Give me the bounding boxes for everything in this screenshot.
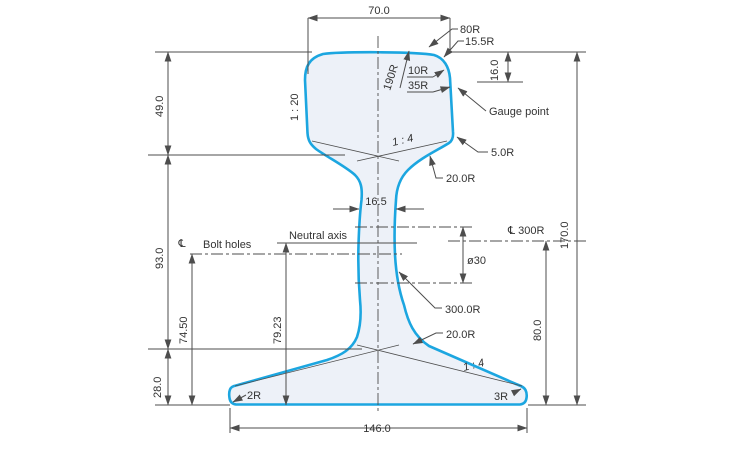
bolt-holes-label: Bolt holes [203, 239, 252, 251]
base-width-label: 146.0 [363, 423, 391, 435]
slope-1-4-lower-label: 1 : 4 [462, 357, 486, 374]
leader-gauge-point [457, 87, 487, 112]
radius-15-5r-label: 15.5R [465, 36, 494, 48]
base-top-slope-left [234, 344, 400, 387]
radius-35r-label: 35R [408, 80, 428, 92]
web-center-height-label: 80.0 [532, 320, 544, 341]
centerline-symbol-left: ℄ [177, 238, 185, 250]
leader-10r [432, 69, 445, 78]
head-underside-slope-right [356, 140, 448, 162]
leader-80r [428, 28, 458, 48]
leader-lines [232, 28, 522, 403]
neutral-axis-label: Neutral axis [289, 230, 348, 242]
radius-300r-label: 300.0R [445, 304, 481, 316]
leader-3r [510, 388, 522, 397]
radius-10r-label: 10R [408, 65, 428, 77]
slope-construction-lines [234, 140, 523, 387]
leader-190r [399, 50, 411, 89]
web-zone-height-label: 93.0 [154, 248, 166, 269]
slope-1-20-label: 1 : 20 [289, 93, 301, 121]
centerlines [190, 36, 586, 412]
web-thickness-label: 16.5 [365, 196, 386, 208]
leader-2r [232, 394, 247, 403]
leader-20r-lower [412, 332, 443, 345]
radius-5r-label: 5.0R [491, 147, 514, 159]
slope-1-4-upper-label: 1 : 4 [391, 132, 415, 149]
dimension-lines [164, 14, 581, 432]
radius-20r-lower-label: 20.0R [446, 329, 475, 341]
gauge-point-label: Gauge point [489, 106, 549, 118]
base-zone-height-label: 28.0 [152, 377, 164, 398]
leader-300r [398, 271, 442, 309]
head-underside-slope-left [311, 140, 400, 162]
leader-15-5r [443, 40, 464, 58]
radius-3r-label: 3R [494, 391, 508, 403]
bolt-hole-diameter-label: ø30 [467, 255, 486, 267]
radius-80r-label: 80R [460, 24, 480, 36]
head-width-label: 70.0 [368, 5, 389, 17]
labels: 70.0 80R 15.5R 190R 10R 35R 16.0 Gauge p… [152, 5, 571, 435]
neutral-axis-height-label: 79.23 [272, 316, 284, 344]
leader-5r [456, 136, 488, 153]
gauge-depth-label: 16.0 [489, 60, 501, 81]
radius-2r-label: 2R [247, 390, 261, 402]
leader-20r-upper [429, 155, 443, 179]
leader-35r [432, 86, 451, 93]
web-radius-centerline-label: ℄ 300R [507, 225, 544, 237]
radius-20r-upper-label: 20.0R [446, 173, 475, 185]
head-zone-height-label: 49.0 [154, 96, 166, 117]
base-top-slope-right [356, 344, 523, 387]
total-height-label: 170.0 [559, 221, 571, 249]
bolt-hole-height-label: 74.50 [178, 316, 190, 344]
